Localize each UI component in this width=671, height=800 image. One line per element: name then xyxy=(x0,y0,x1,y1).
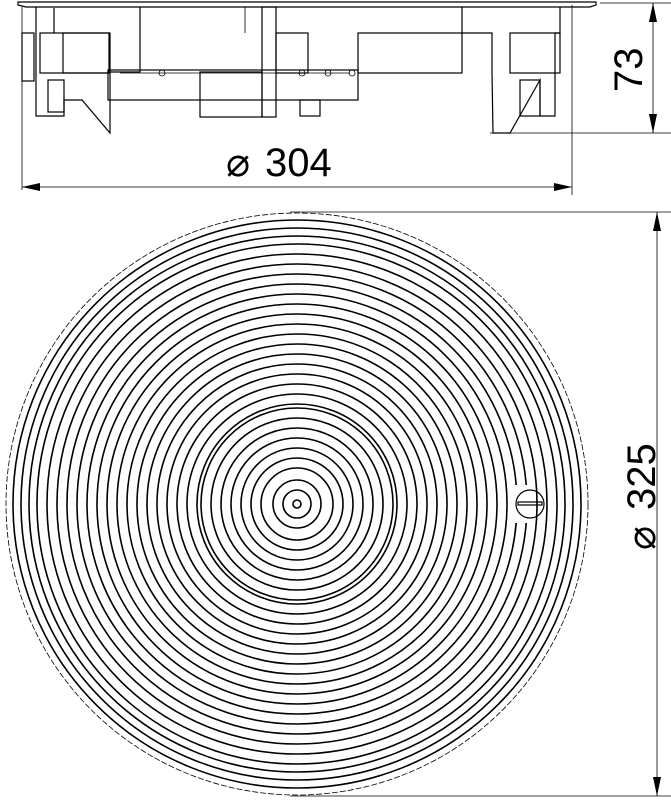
cover-ring xyxy=(36,243,558,765)
cover-ring xyxy=(12,219,582,789)
cover-ring xyxy=(176,383,418,625)
dimension-73: 73 xyxy=(490,2,671,134)
cover-ring xyxy=(76,283,518,725)
cover-ring xyxy=(126,333,468,675)
cover-ring xyxy=(272,479,322,529)
dimension-325-symbol: ⌀ xyxy=(620,526,664,550)
dimension-73-label: 73 xyxy=(607,48,651,93)
dimension-304-label: 304 xyxy=(265,141,332,185)
cover-ring xyxy=(86,293,508,715)
cover-ring xyxy=(240,447,354,561)
cover-ring xyxy=(106,313,488,695)
cover-ring xyxy=(196,403,398,605)
cover-ring xyxy=(166,373,428,635)
cover-ring xyxy=(156,363,438,645)
cover-ring xyxy=(146,353,448,655)
cover-ring xyxy=(260,467,334,541)
dimension-304-symbol: ⌀ xyxy=(226,141,250,185)
cover-ring xyxy=(200,407,394,601)
cover-ring xyxy=(136,343,458,665)
cover-ring xyxy=(230,437,364,571)
left-clip xyxy=(35,7,141,135)
dimension-304: ⌀ 304 xyxy=(22,141,572,191)
cover-ring xyxy=(186,393,408,615)
dimension-325-label: 325 xyxy=(620,443,664,510)
screw-head-icon xyxy=(515,489,545,519)
cover-ring xyxy=(292,499,302,509)
cover-ring xyxy=(5,212,589,796)
plan-view-cover xyxy=(5,212,589,796)
cover-ring xyxy=(20,227,574,781)
cover-ring xyxy=(28,235,566,773)
cover-ring xyxy=(210,417,384,591)
cover-ring xyxy=(56,263,538,745)
right-clip xyxy=(461,7,561,134)
cover-ring xyxy=(250,457,344,551)
cover-screw xyxy=(513,485,545,523)
flange-rim xyxy=(17,1,597,8)
tray xyxy=(107,69,359,101)
dimension-325: 325 ⌀ xyxy=(290,211,671,797)
cover-ring xyxy=(220,427,374,581)
cover-ring xyxy=(282,489,312,519)
cover-ring xyxy=(46,253,548,755)
cover-ring xyxy=(66,273,528,735)
side-elevation-view xyxy=(17,1,597,195)
cover-ring xyxy=(96,303,498,705)
cover-ring xyxy=(116,323,478,685)
